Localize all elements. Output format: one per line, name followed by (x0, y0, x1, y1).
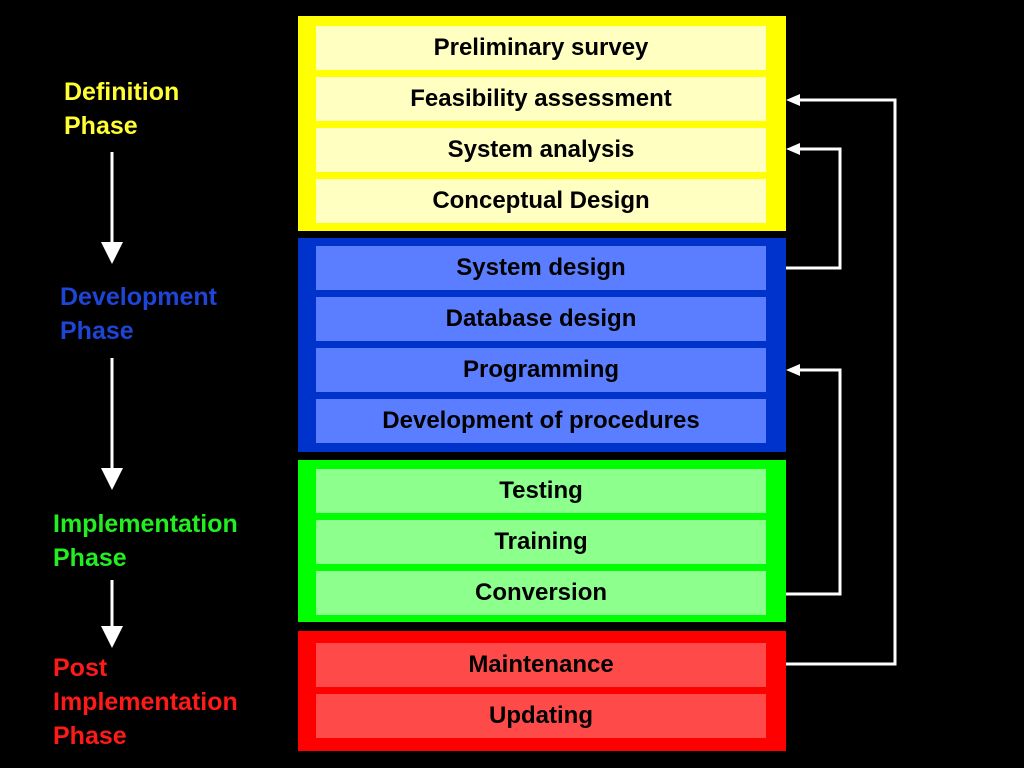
step-conversion: Conversion (316, 571, 766, 615)
phase-arrow-2-icon (101, 358, 123, 490)
step-testing: Testing (316, 469, 766, 513)
phase-label-definition: Definition Phase (64, 78, 180, 140)
step-preliminary-survey: Preliminary survey (316, 26, 766, 70)
feedback-loop-maintenance-to-feasibility-assessment (786, 94, 897, 666)
feedback-loop-system-design-to-system-analysis (786, 143, 842, 270)
phase-arrow-1-icon (101, 152, 123, 264)
step-programming: Programming (316, 348, 766, 392)
step-database-design: Database design (316, 297, 766, 341)
phase-group-development: System design Database design Programmin… (298, 238, 786, 452)
step-feasibility-assessment: Feasibility assessment (316, 77, 766, 121)
step-maintenance: Maintenance (316, 643, 766, 687)
phase-group-post-implementation: Maintenance Updating (298, 631, 786, 751)
step-conceptual-design: Conceptual Design (316, 179, 766, 223)
feedback-loop-conversion-to-programming (786, 364, 842, 596)
phase-group-implementation: Testing Training Conversion (298, 460, 786, 622)
step-development-of-procedures: Development of procedures (316, 399, 766, 443)
phase-label-development: Development Phase (60, 283, 217, 345)
phase-label-implementation: Implementation Phase (53, 510, 238, 572)
step-updating: Updating (316, 694, 766, 738)
step-system-analysis: System analysis (316, 128, 766, 172)
phase-label-post-implementation: Post Implementation Phase (53, 654, 238, 750)
step-system-design: System design (316, 246, 766, 290)
phase-group-definition: Preliminary survey Feasibility assessmen… (298, 16, 786, 231)
step-training: Training (316, 520, 766, 564)
phase-arrow-3-icon (101, 580, 123, 648)
